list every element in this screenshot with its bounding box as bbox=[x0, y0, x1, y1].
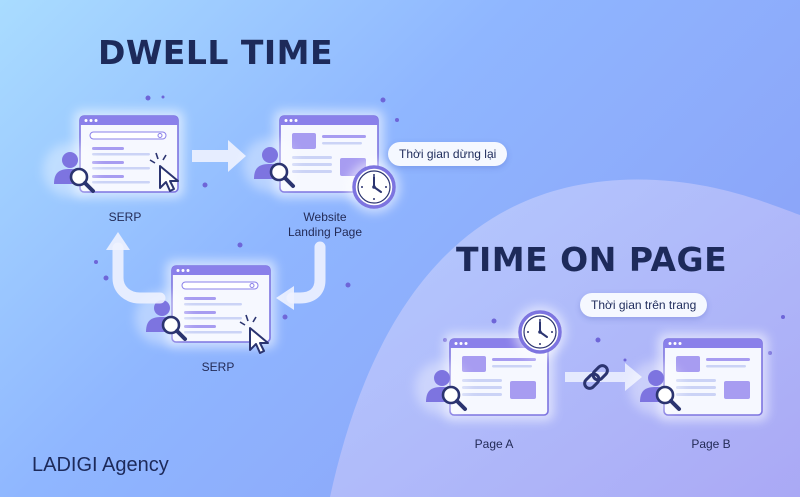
dwell-time-title: DWELL TIME bbox=[98, 33, 334, 72]
dwell-time-bubble: Thời gian dừng lại bbox=[388, 142, 508, 166]
page-a-label: Page A bbox=[474, 437, 514, 451]
clock-icon bbox=[348, 161, 400, 213]
decorative-dots bbox=[94, 95, 785, 362]
user-search-icon bbox=[629, 361, 683, 415]
page-b-label: Page B bbox=[691, 437, 731, 451]
clock-icon bbox=[514, 306, 566, 358]
user-search-icon bbox=[415, 361, 469, 415]
time-on-page-bubble: Thời gian trên trang bbox=[580, 293, 708, 317]
serp-top-label: SERP bbox=[108, 210, 142, 224]
time-on-page-title: TIME ON PAGE bbox=[456, 240, 728, 279]
user-search-icon bbox=[43, 143, 97, 197]
link-icon bbox=[583, 364, 609, 390]
arrow-icon bbox=[192, 140, 246, 172]
arrow-icon bbox=[276, 241, 326, 310]
user-search-icon bbox=[243, 138, 297, 192]
arrow-icon bbox=[106, 232, 166, 304]
serp-bottom-label: SERP bbox=[201, 360, 235, 374]
brand-name: LADIGI Agency bbox=[32, 454, 169, 476]
landing-page-label: Website Landing Page bbox=[287, 210, 363, 239]
